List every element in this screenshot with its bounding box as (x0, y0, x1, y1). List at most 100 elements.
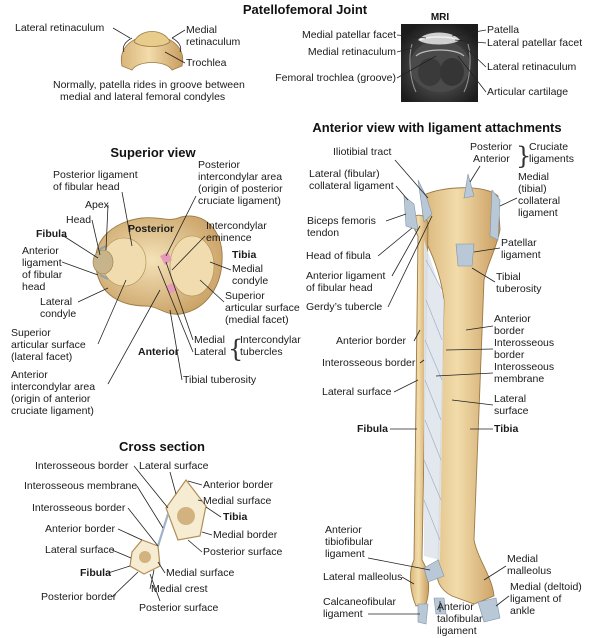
label-cs-posterior-surface-f: Posterior surface (139, 602, 219, 614)
label-sv-anterior-lig-1: Anterior (22, 245, 59, 257)
label-sv-lateral-tubercle: Lateral (194, 346, 226, 358)
label-sv-lateral-condyle-1: Lateral (40, 296, 72, 308)
label-av-interosseous-border-f: Interosseous border (322, 357, 416, 369)
label-mri-lateral-patellar-facet: Lateral patellar facet (487, 37, 582, 49)
label-av-lcl-1: Lateral (fibular) (309, 168, 380, 180)
label-sv-ant-ic-2: intercondylar area (11, 381, 95, 393)
label-av-tibia: Tibia (494, 423, 518, 435)
label-cs-interosseous-border-f: Interosseous border (32, 502, 126, 514)
label-av-ant-tibiofibular-2: tibiofibular (325, 536, 373, 548)
label-av-biceps-2: tendon (307, 227, 339, 239)
label-sv-post-ic-4: cruciate ligament) (198, 195, 281, 207)
label-cs-fibula: Fibula (80, 567, 111, 579)
label-sv-sup-art-lateral-2: articular surface (11, 339, 86, 351)
label-av-deltoid-3: ankle (510, 605, 535, 617)
label-sv-posterior: Posterior (128, 223, 174, 235)
label-av-lcl-2: collateral ligament (309, 180, 394, 192)
label-sv-ic-tubercles-1: Intercondylar (240, 334, 301, 346)
label-av-mcl-2: (tibial) (518, 183, 547, 195)
label-cs-medial-crest: Medial crest (151, 583, 208, 595)
label-av-interosseous-membrane-1: Interosseous (494, 361, 554, 373)
cross-section-illustration (129, 478, 207, 575)
label-av-ant-talofibular-3: ligament (437, 625, 477, 637)
anterior-leg-illustration (403, 173, 501, 625)
label-sv-anterior-lig-2: ligament (22, 257, 62, 269)
label-cs-anterior-border-t: Anterior border (203, 479, 274, 491)
label-sv-ic-eminence-2: eminence (206, 232, 252, 244)
label-av-interosseous-membrane-2: membrane (494, 373, 544, 385)
label-av-lateral-malleolus: Lateral malleolus (323, 571, 402, 583)
label-av-fibula: Fibula (357, 423, 388, 435)
label-cs-tibia: Tibia (223, 511, 247, 523)
label-sv-ant-ic-1: Anterior (11, 369, 48, 381)
label-av-patellar-lig-1: Patellar (501, 237, 537, 249)
label-av-interosseous-border-t-2: border (494, 349, 525, 361)
label-av-calcaneofibular-2: ligament (323, 608, 363, 620)
label-av-mcl-3: collateral (518, 195, 560, 207)
label-sv-medial-condyle-1: Medial (232, 263, 263, 275)
label-sv-head: Head (66, 214, 91, 226)
label-av-tibial-tuberosity-2: tuberosity (496, 283, 542, 295)
label-cs-posterior-border-f: Posterior border (41, 591, 117, 603)
anterior-view-title: Anterior view with ligament attachments (312, 120, 561, 135)
label-av-medial-malleolus-1: Medial (507, 553, 538, 565)
label-sv-post-ic-3: (origin of posterior (198, 183, 283, 195)
label-sv-ant-ic-3: (origin of anterior (11, 393, 91, 405)
label-sv-anterior-lig-3: of fibular (22, 269, 63, 281)
label-sv-post-ic-1: Posterior (198, 159, 241, 171)
mri-image (401, 24, 478, 102)
label-sv-medial-tubercle: Medial (194, 334, 225, 346)
mri-title: MRI (431, 12, 450, 23)
label-medial-retinaculum-pf-2: retinaculum (186, 36, 241, 48)
label-mri-femoral-trochlea: Femoral trochlea (groove) (275, 72, 396, 84)
label-av-deltoid-1: Medial (deltoid) (510, 581, 582, 593)
patella-trochlea-illustration (120, 31, 184, 71)
label-av-cruciate-2: ligaments (529, 153, 574, 165)
label-cs-lateral-surface-f: Lateral surface (45, 544, 115, 556)
label-av-mcl-1: Medial (518, 171, 549, 183)
pf-caption-line-2: medial and lateral femoral condyles (60, 91, 225, 103)
label-sv-posterior-lig-fibular-head-2: of fibular head (53, 181, 120, 193)
label-sv-tibia: Tibia (232, 249, 256, 261)
label-cs-posterior-surface-t: Posterior surface (203, 546, 283, 558)
label-sv-lateral-condyle-2: condyle (40, 308, 76, 320)
label-av-iliotibial-tract: Iliotibial tract (333, 146, 391, 158)
label-sv-medial-condyle-2: condyle (232, 275, 268, 287)
label-av-deltoid-2: ligament of (510, 593, 561, 605)
av-cruciate-brace: } (516, 142, 531, 170)
label-av-lateral-surface-t-1: Lateral (494, 393, 526, 405)
label-av-medial-malleolus-2: malleolus (507, 565, 551, 577)
label-sv-tibial-tuberosity: Tibial tuberosity (183, 374, 257, 386)
label-trochlea: Trochlea (186, 57, 227, 69)
label-medial-retinaculum-pf-1: Medial (186, 24, 217, 36)
superior-view-title: Superior view (110, 145, 196, 160)
label-cs-medial-surface-t: Medial surface (203, 495, 271, 507)
patellofemoral-title: Patellofemoral Joint (243, 2, 368, 17)
label-sv-apex: Apex (85, 199, 110, 211)
label-sv-ic-tubercles-2: tubercles (240, 346, 283, 358)
label-lateral-retinaculum-pf: Lateral retinaculum (15, 22, 105, 34)
label-mri-patella: Patella (487, 24, 519, 36)
label-av-ant-lig-fib-head-2: of fibular head (306, 282, 373, 294)
label-av-posterior: Posterior (470, 141, 513, 153)
label-cs-anterior-border-f: Anterior border (45, 523, 116, 535)
label-mri-lateral-retinaculum: Lateral retinaculum (487, 61, 577, 73)
label-av-ant-talofibular-2: talofibular (437, 613, 483, 625)
label-av-mcl-4: ligament (518, 207, 558, 219)
label-sv-anterior: Anterior (138, 346, 179, 358)
label-av-anterior-border-t-1: Anterior (494, 313, 531, 325)
label-av-ant-tibiofibular-3: ligament (325, 548, 365, 560)
tibial-plateau-illustration (92, 215, 223, 315)
label-cs-interosseous-membrane: Interosseous membrane (24, 480, 137, 492)
label-av-anterior-border-f: Anterior border (336, 335, 407, 347)
label-av-gerdys-tubercle: Gerdy’s tubercle (306, 301, 382, 313)
label-sv-sup-art-lateral-1: Superior (11, 327, 51, 339)
label-av-patellar-lig-2: ligament (501, 249, 541, 261)
label-av-anterior-border-t-2: border (494, 325, 525, 337)
label-av-biceps-1: Biceps femoris (307, 215, 376, 227)
label-sv-post-ic-2: intercondylar area (198, 171, 282, 183)
label-sv-sup-art-medial-3: (medial facet) (225, 314, 289, 326)
cross-section-title: Cross section (119, 439, 205, 454)
